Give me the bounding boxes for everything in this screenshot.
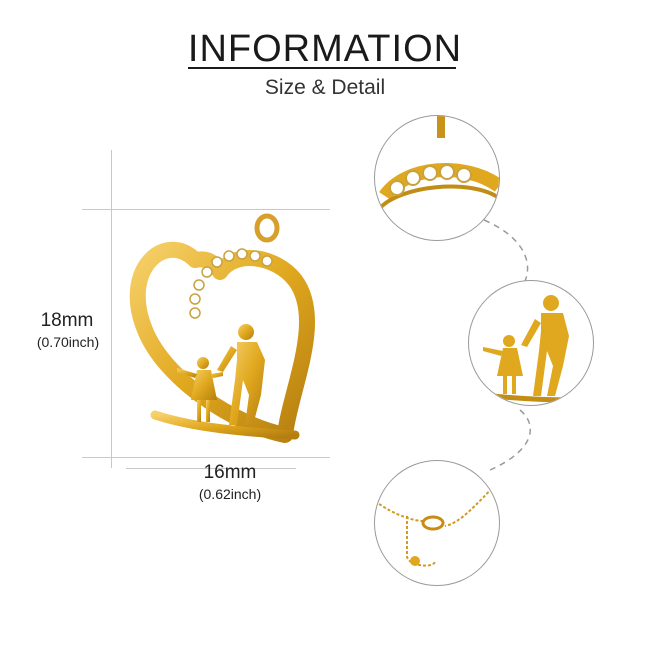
width-imperial: (0.62inch) xyxy=(198,486,262,502)
height-imperial: (0.70inch) xyxy=(36,334,100,350)
height-guide-line xyxy=(111,150,112,468)
top-guide-line xyxy=(82,209,330,210)
width-guide-line xyxy=(126,468,296,469)
connector-lines xyxy=(483,219,531,471)
heart-pendant-image xyxy=(129,213,316,443)
bottom-guide-line xyxy=(82,457,330,458)
chain-detail-image xyxy=(375,480,499,567)
detail-circle-chain xyxy=(374,460,500,586)
height-value: 18mm xyxy=(40,310,94,331)
page-title: INFORMATION xyxy=(187,28,463,70)
detail-circle-stones xyxy=(374,115,500,241)
detail-circle-figures xyxy=(468,280,594,406)
stones-detail-image xyxy=(378,116,499,210)
page-subtitle: Size & Detail xyxy=(264,76,386,99)
figures-detail-image xyxy=(469,295,593,403)
width-value: 16mm xyxy=(203,462,257,483)
title-underline xyxy=(188,67,456,69)
